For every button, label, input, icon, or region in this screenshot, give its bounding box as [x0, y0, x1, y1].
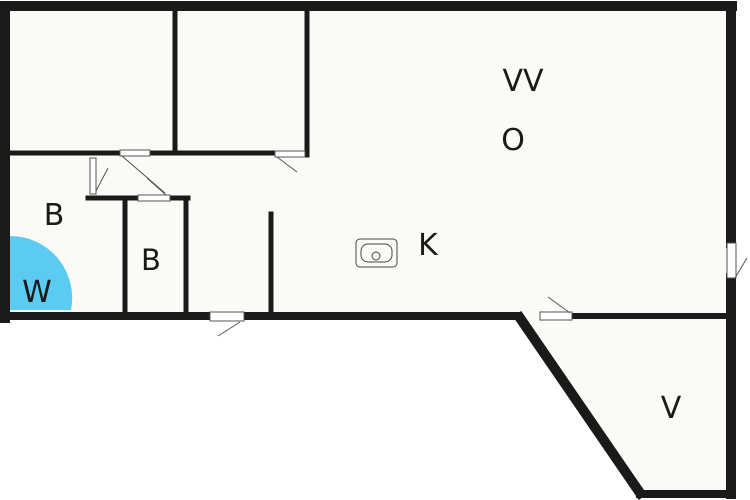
whirlpool-area	[9, 235, 73, 310]
door-opening-entrance	[209, 311, 245, 322]
door-leaf-bedroom-2	[276, 156, 298, 173]
door-opening-bedroom-1	[119, 149, 151, 157]
main-floor	[4, 4, 732, 317]
door-leaf-bedroom-1	[121, 155, 166, 194]
room-label-terrace: V	[661, 391, 682, 426]
room-labels: VV O K B B W V	[22, 64, 682, 426]
door-leaf-terrace	[547, 296, 571, 314]
terrace-diagonal-wall	[513, 311, 647, 500]
door-opening-bathroom	[89, 157, 97, 195]
door-leaf-entrance	[217, 321, 241, 337]
door-leaf-bathroom	[95, 167, 109, 192]
room-label-bathroom-small: B	[141, 243, 161, 277]
room-label-bathroom: B	[44, 198, 65, 233]
stove-outer	[355, 238, 398, 268]
room-label-whirlpool: W	[22, 275, 52, 310]
window-leaf-right	[734, 257, 748, 279]
door-opening-terrace	[539, 311, 573, 321]
window-opening-right	[726, 242, 737, 279]
door-opening-small-bath	[137, 194, 171, 202]
room-label-living-2: O	[501, 123, 525, 158]
terrace-floor	[520, 317, 732, 494]
stove-inner	[360, 243, 393, 263]
room-label-kitchen: K	[418, 228, 439, 263]
door-leaf-small-bath	[146, 177, 167, 196]
floor-fills	[4, 4, 732, 494]
stove-icon	[355, 238, 398, 268]
door-opening-bedroom-2	[274, 150, 306, 158]
doors	[89, 149, 748, 337]
room-label-living-1: VV	[502, 64, 544, 99]
stove-burner	[371, 251, 381, 261]
